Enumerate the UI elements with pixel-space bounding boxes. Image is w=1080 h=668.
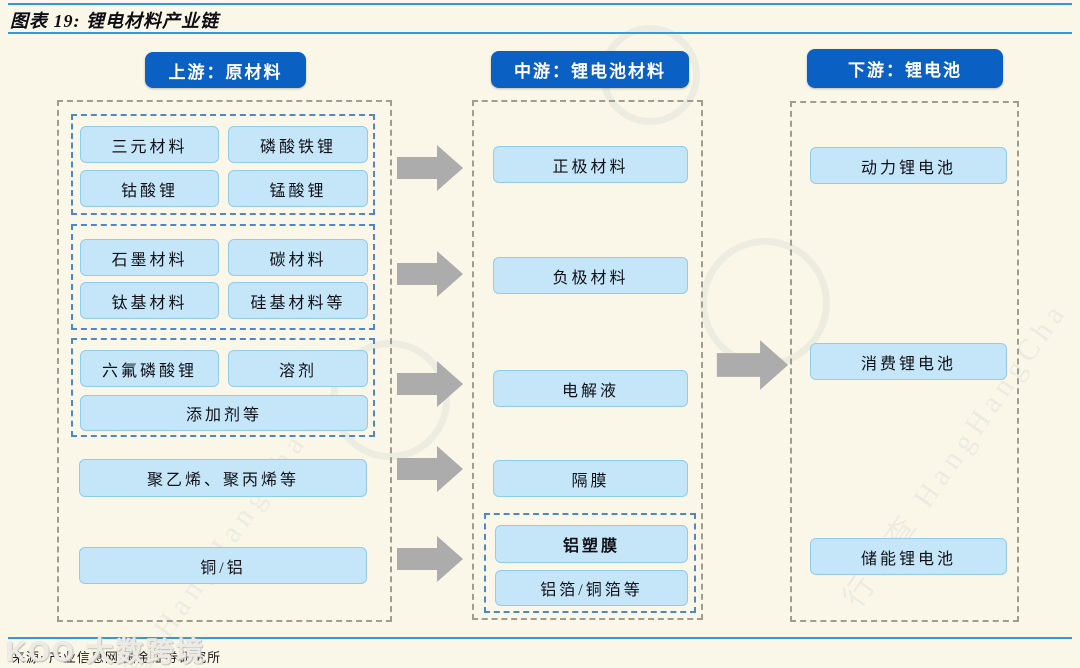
node-silicon-based-material: 硅基材料等 [228, 282, 368, 319]
node-lithium-hexafluorophosphate: 六氟磷酸锂 [80, 350, 219, 387]
right-arrow-icon [397, 361, 463, 407]
upstream-column: 三元材料 磷酸铁锂 钴酸锂 锰酸锂 石墨材料 碳材料 钛基材料 硅基材料等 六氟… [57, 100, 392, 622]
node-aluminum-plastic-film: 铝塑膜 [495, 525, 688, 563]
node-lithium-manganese-oxide: 锰酸锂 [228, 170, 368, 207]
node-copper-aluminum: 铜/铝 [79, 547, 367, 584]
right-arrow-icon [716, 340, 789, 390]
node-lithium-cobalt-oxide: 钴酸锂 [80, 170, 219, 207]
node-titanium-based-material: 钛基材料 [80, 282, 219, 319]
node-ternary-material: 三元材料 [80, 126, 219, 163]
node-solvent: 溶剂 [228, 350, 368, 387]
upstream-electrolyte-raw-group: 六氟磷酸锂 溶剂 添加剂等 [71, 338, 375, 437]
header-downstream: 下游：锂电池 [807, 49, 1003, 88]
node-consumer-lithium-battery: 消费锂电池 [810, 343, 1007, 380]
node-cathode-material: 正极材料 [493, 146, 688, 183]
top-rule [8, 3, 1072, 5]
node-separator: 隔膜 [493, 460, 688, 497]
node-graphite-material: 石墨材料 [80, 239, 219, 276]
midstream-packaging-group: 铝塑膜 铝箔/铜箔等 [484, 513, 696, 613]
right-arrow-icon [397, 536, 463, 582]
node-energy-storage-lithium-battery: 储能锂电池 [810, 538, 1007, 575]
title-underline-rule [8, 32, 1072, 34]
right-arrow-icon [397, 446, 463, 492]
node-aluminum-copper-foil: 铝箔/铜箔等 [495, 570, 688, 606]
header-upstream: 上游：原材料 [145, 52, 306, 88]
bottom-rule [8, 637, 1072, 639]
midstream-column: 正极材料 负极材料 电解液 隔膜 铝塑膜 铝箔/铜箔等 [472, 100, 703, 620]
source-note: 来源: 产业信息网 国金证券研究所 [12, 650, 222, 665]
upstream-anode-raw-group: 石墨材料 碳材料 钛基材料 硅基材料等 [71, 224, 375, 330]
node-electrolyte: 电解液 [493, 370, 688, 407]
right-arrow-icon [397, 251, 463, 297]
right-arrow-icon [397, 145, 463, 191]
node-power-lithium-battery: 动力锂电池 [810, 147, 1007, 184]
watermark-brand-text: KOO 大数跨境 [6, 636, 206, 667]
upstream-cathode-raw-group: 三元材料 磷酸铁锂 钴酸锂 锰酸锂 [71, 114, 375, 215]
node-additives: 添加剂等 [80, 395, 368, 431]
node-carbon-material: 碳材料 [228, 239, 368, 276]
downstream-column: 动力锂电池 消费锂电池 储能锂电池 [790, 101, 1019, 622]
figure-title: 图表 19: 锂电材料产业链 [10, 11, 219, 31]
node-anode-material: 负极材料 [493, 257, 688, 294]
node-polyethylene-polypropylene: 聚乙烯、聚丙烯等 [79, 459, 367, 497]
header-midstream: 中游：锂电池材料 [491, 51, 689, 88]
node-lithium-iron-phosphate: 磷酸铁锂 [228, 126, 368, 163]
